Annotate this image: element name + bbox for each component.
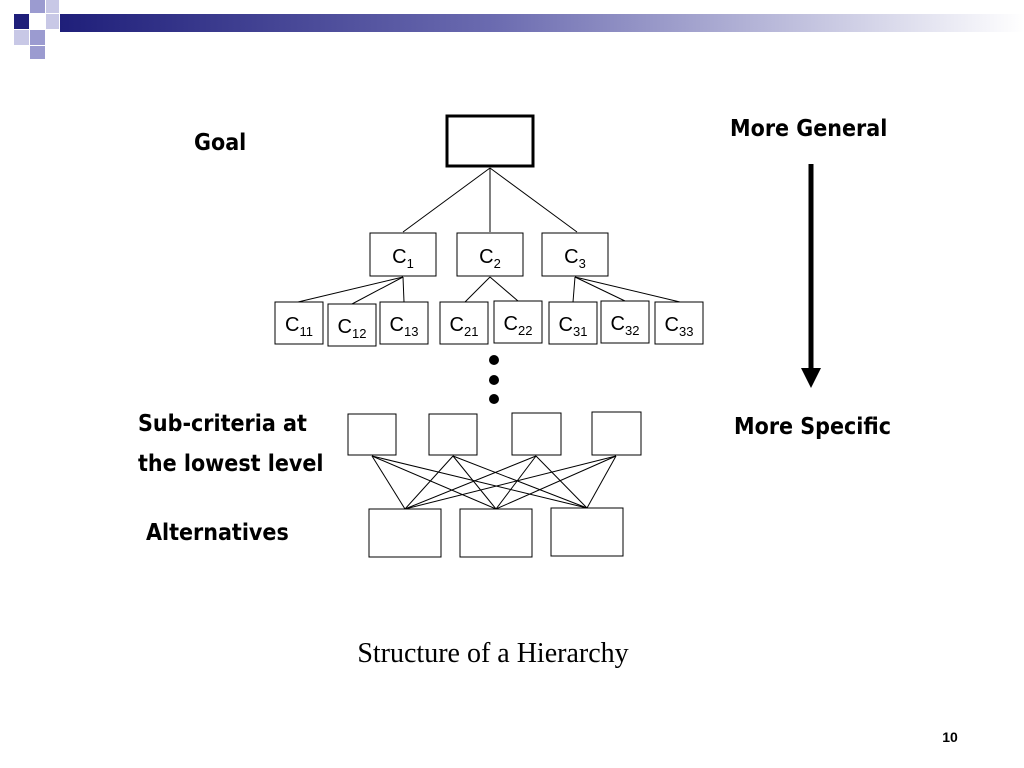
header-square xyxy=(30,46,45,59)
edge xyxy=(535,455,588,509)
header-square xyxy=(46,0,59,13)
alternatives-label: Alternatives xyxy=(146,520,289,546)
alternative-edges xyxy=(371,455,617,510)
alternative-box xyxy=(550,507,624,557)
subcriterion-box xyxy=(439,301,489,345)
subcriterion-c31: C31 xyxy=(559,314,588,339)
edge xyxy=(572,276,576,303)
subcriterion-c22: C22 xyxy=(504,313,533,338)
subcriteria-label-line2: the lowest level xyxy=(138,451,323,477)
goal-box xyxy=(445,114,535,168)
more-specific-label: More Specific xyxy=(734,414,891,440)
goal-label: Goal xyxy=(194,130,246,156)
edge xyxy=(371,455,588,509)
criterion-box xyxy=(541,232,609,277)
edge xyxy=(371,455,497,510)
subcriterion-box xyxy=(600,300,650,344)
criterion-c3: C3 xyxy=(564,246,586,271)
header-decoration xyxy=(14,0,1024,59)
edge xyxy=(452,455,588,509)
edge xyxy=(464,276,491,303)
criteria-row: C1 C2 C3 xyxy=(369,232,609,277)
edge xyxy=(402,167,491,233)
dot xyxy=(489,375,499,385)
subcriterion-c33: C33 xyxy=(665,314,694,339)
dot xyxy=(489,355,499,365)
subcriteria-row: C11 C12 C13 C21 C22 C31 C32 C33 xyxy=(274,300,704,347)
edge xyxy=(297,276,404,303)
lowest-subcriterion-box xyxy=(511,412,562,456)
subcriterion-box xyxy=(379,301,429,345)
lowest-subcriterion-box xyxy=(347,413,397,456)
edge xyxy=(495,455,617,510)
caption: Structure of a Hierarchy xyxy=(357,638,628,669)
subcriteria-label-line1: Sub-criteria at xyxy=(138,411,307,437)
header-square xyxy=(14,30,29,45)
subcriterion-box xyxy=(327,303,377,347)
criterion-c1: C1 xyxy=(392,246,414,271)
lowest-subcriterion-box xyxy=(591,411,642,456)
subcriterion-c12: C12 xyxy=(338,316,367,341)
subcriterion-box xyxy=(654,301,704,345)
alternative-box xyxy=(368,508,442,558)
lowest-subcriterion-box xyxy=(428,413,478,456)
more-general-label: More General xyxy=(730,116,887,142)
edge xyxy=(404,455,454,510)
subcriterion-box xyxy=(274,301,324,345)
subcriterion-c13: C13 xyxy=(390,314,419,339)
edge xyxy=(351,276,404,305)
edge xyxy=(371,455,406,510)
header-bar xyxy=(60,14,1024,32)
subcriterion-c32: C32 xyxy=(611,313,640,338)
edge xyxy=(489,276,519,302)
header-square xyxy=(30,0,45,13)
edge xyxy=(495,455,537,510)
goal-edges xyxy=(402,167,578,233)
alternative-boxes xyxy=(368,507,624,558)
edge xyxy=(489,167,578,233)
edge xyxy=(404,455,617,510)
lowest-level-boxes xyxy=(347,411,642,456)
header-square xyxy=(14,14,29,29)
page-number: 10 xyxy=(942,729,958,745)
edge xyxy=(574,276,681,303)
header-square xyxy=(30,30,45,45)
subcriterion-box xyxy=(548,301,598,345)
criterion-box xyxy=(369,232,437,277)
edge xyxy=(586,455,617,509)
ellipsis-dots xyxy=(489,355,499,404)
edge xyxy=(404,455,537,510)
edge xyxy=(574,276,626,302)
criterion-c2: C2 xyxy=(479,246,501,271)
subcriterion-c11: C11 xyxy=(285,314,313,339)
edge xyxy=(402,276,405,303)
down-arrow-icon xyxy=(801,164,821,388)
edge xyxy=(452,455,497,510)
criterion-box xyxy=(456,232,524,277)
subcriterion-c21: C21 xyxy=(450,314,479,339)
subcriterion-box xyxy=(493,300,543,344)
dot xyxy=(489,394,499,404)
criteria-edges xyxy=(297,276,681,305)
header-square xyxy=(46,14,59,29)
alternative-box xyxy=(459,508,533,558)
